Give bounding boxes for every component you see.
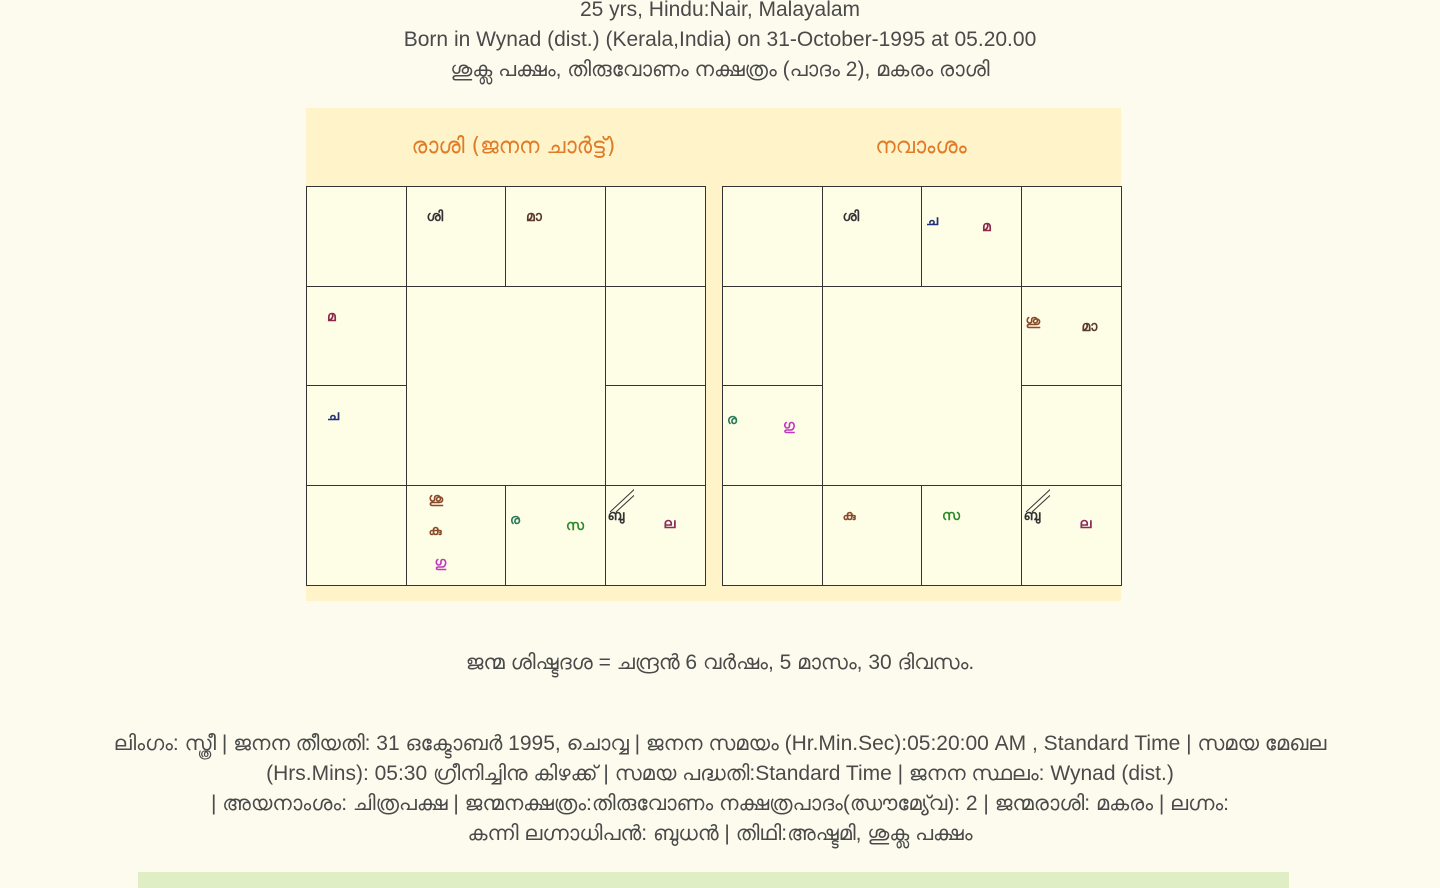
planet-label: ച <box>327 408 340 424</box>
birth-details: ലിംഗം: സ്ത്രീ | ജനന തീയതി: 31 ഒക്ടോബർ 19… <box>20 729 1420 849</box>
planet-label: ശി <box>426 209 444 225</box>
planet-label: ര <box>727 412 738 428</box>
planet-label: ശി <box>842 209 860 225</box>
planet-label: സ <box>942 507 960 524</box>
planet-label: മാ <box>526 209 542 225</box>
house-cell <box>604 186 706 287</box>
house-cell: കു <box>821 484 923 586</box>
house-cell: ച <box>306 385 407 486</box>
planet-label: കു <box>428 522 442 539</box>
bottom-section-bar <box>138 872 1289 888</box>
rasi-chart-title: രാശി (ജനന ചാർട്ട്) <box>411 134 616 159</box>
house-cell: ശു കു ഗു <box>405 484 507 586</box>
details-line-4: കന്നി ലഗ്നാധിപൻ: ബുധൻ | തിഥി:അഷ്ടമി, ശുക… <box>467 822 973 845</box>
house-cell <box>604 285 706 387</box>
planet-label: ശു <box>1025 312 1041 329</box>
house-cell: ശി <box>405 186 507 287</box>
house-cell: മ <box>306 285 407 387</box>
dasha-balance-text: ജന്മ ശിഷ്ടദശ = ചന്ദ്രൻ 6 വർഷം, 5 മാസം, 3… <box>465 651 975 674</box>
navamsa-chart-title: നവാംശം <box>875 134 967 159</box>
planet-label: ബു <box>1023 507 1041 524</box>
age-religion-text: 25 yrs, Hindu:Nair, Malayalam <box>579 0 861 21</box>
house-cell: മാ <box>505 186 606 287</box>
lagna-marker-icon <box>1025 488 1050 512</box>
planet-label: മ <box>982 219 991 235</box>
house-cell: ബു ല <box>1020 484 1122 586</box>
house-cell: ശി <box>821 186 923 287</box>
house-cell: ശു മാ <box>1020 285 1122 387</box>
planet-label: മാ <box>1081 318 1098 335</box>
planet-label: സ <box>566 517 584 534</box>
house-cell: സ <box>921 484 1022 586</box>
planet-label: കു <box>842 507 856 524</box>
chart-center <box>405 285 606 486</box>
planet-label: ഗു <box>434 554 447 571</box>
planet-label: ച <box>926 213 939 229</box>
details-line-1: ലിംഗം: സ്ത്രീ | ജനന തീയതി: 31 ഒക്ടോബർ 19… <box>113 732 1327 755</box>
house-cell: ര ഗു <box>722 385 823 486</box>
house-cell <box>306 484 407 586</box>
planet-label: ല <box>1079 515 1092 532</box>
chart-center <box>821 285 1022 486</box>
nakshatra-text: ശുക്ല പക്ഷം, തിരുവോണം നക്ഷത്രം (പാദം 2),… <box>450 58 990 81</box>
header-info: 25 yrs, Hindu:Nair, Malayalam Born in Wy… <box>0 0 1440 85</box>
house-cell <box>1020 385 1122 486</box>
house-cell <box>722 186 823 287</box>
planet-label: മ <box>327 308 336 325</box>
house-cell <box>1020 186 1122 287</box>
house-cell: ബു ല <box>604 484 706 586</box>
planet-label: ഗു <box>783 418 795 434</box>
details-line-2: (Hrs.Mins): 05:30 ഗ്രീനിച്ചിനു കിഴക്ക് |… <box>266 762 1174 785</box>
lagna-marker-icon <box>609 488 634 512</box>
planet-label: ല <box>663 515 676 532</box>
house-cell <box>722 484 823 586</box>
planet-label: ബു <box>607 507 625 524</box>
house-cell <box>604 385 706 486</box>
planet-label: ര <box>510 511 521 528</box>
house-cell <box>722 285 823 387</box>
house-cell <box>306 186 407 287</box>
planet-label: ശു <box>428 490 444 507</box>
birth-place-text: Born in Wynad (dist.) (Kerala,India) on … <box>403 28 1037 51</box>
details-line-3: | അയനാംശം: ചിത്രപക്ഷ | ജന്മനക്ഷത്രം:തിരു… <box>210 792 1230 815</box>
